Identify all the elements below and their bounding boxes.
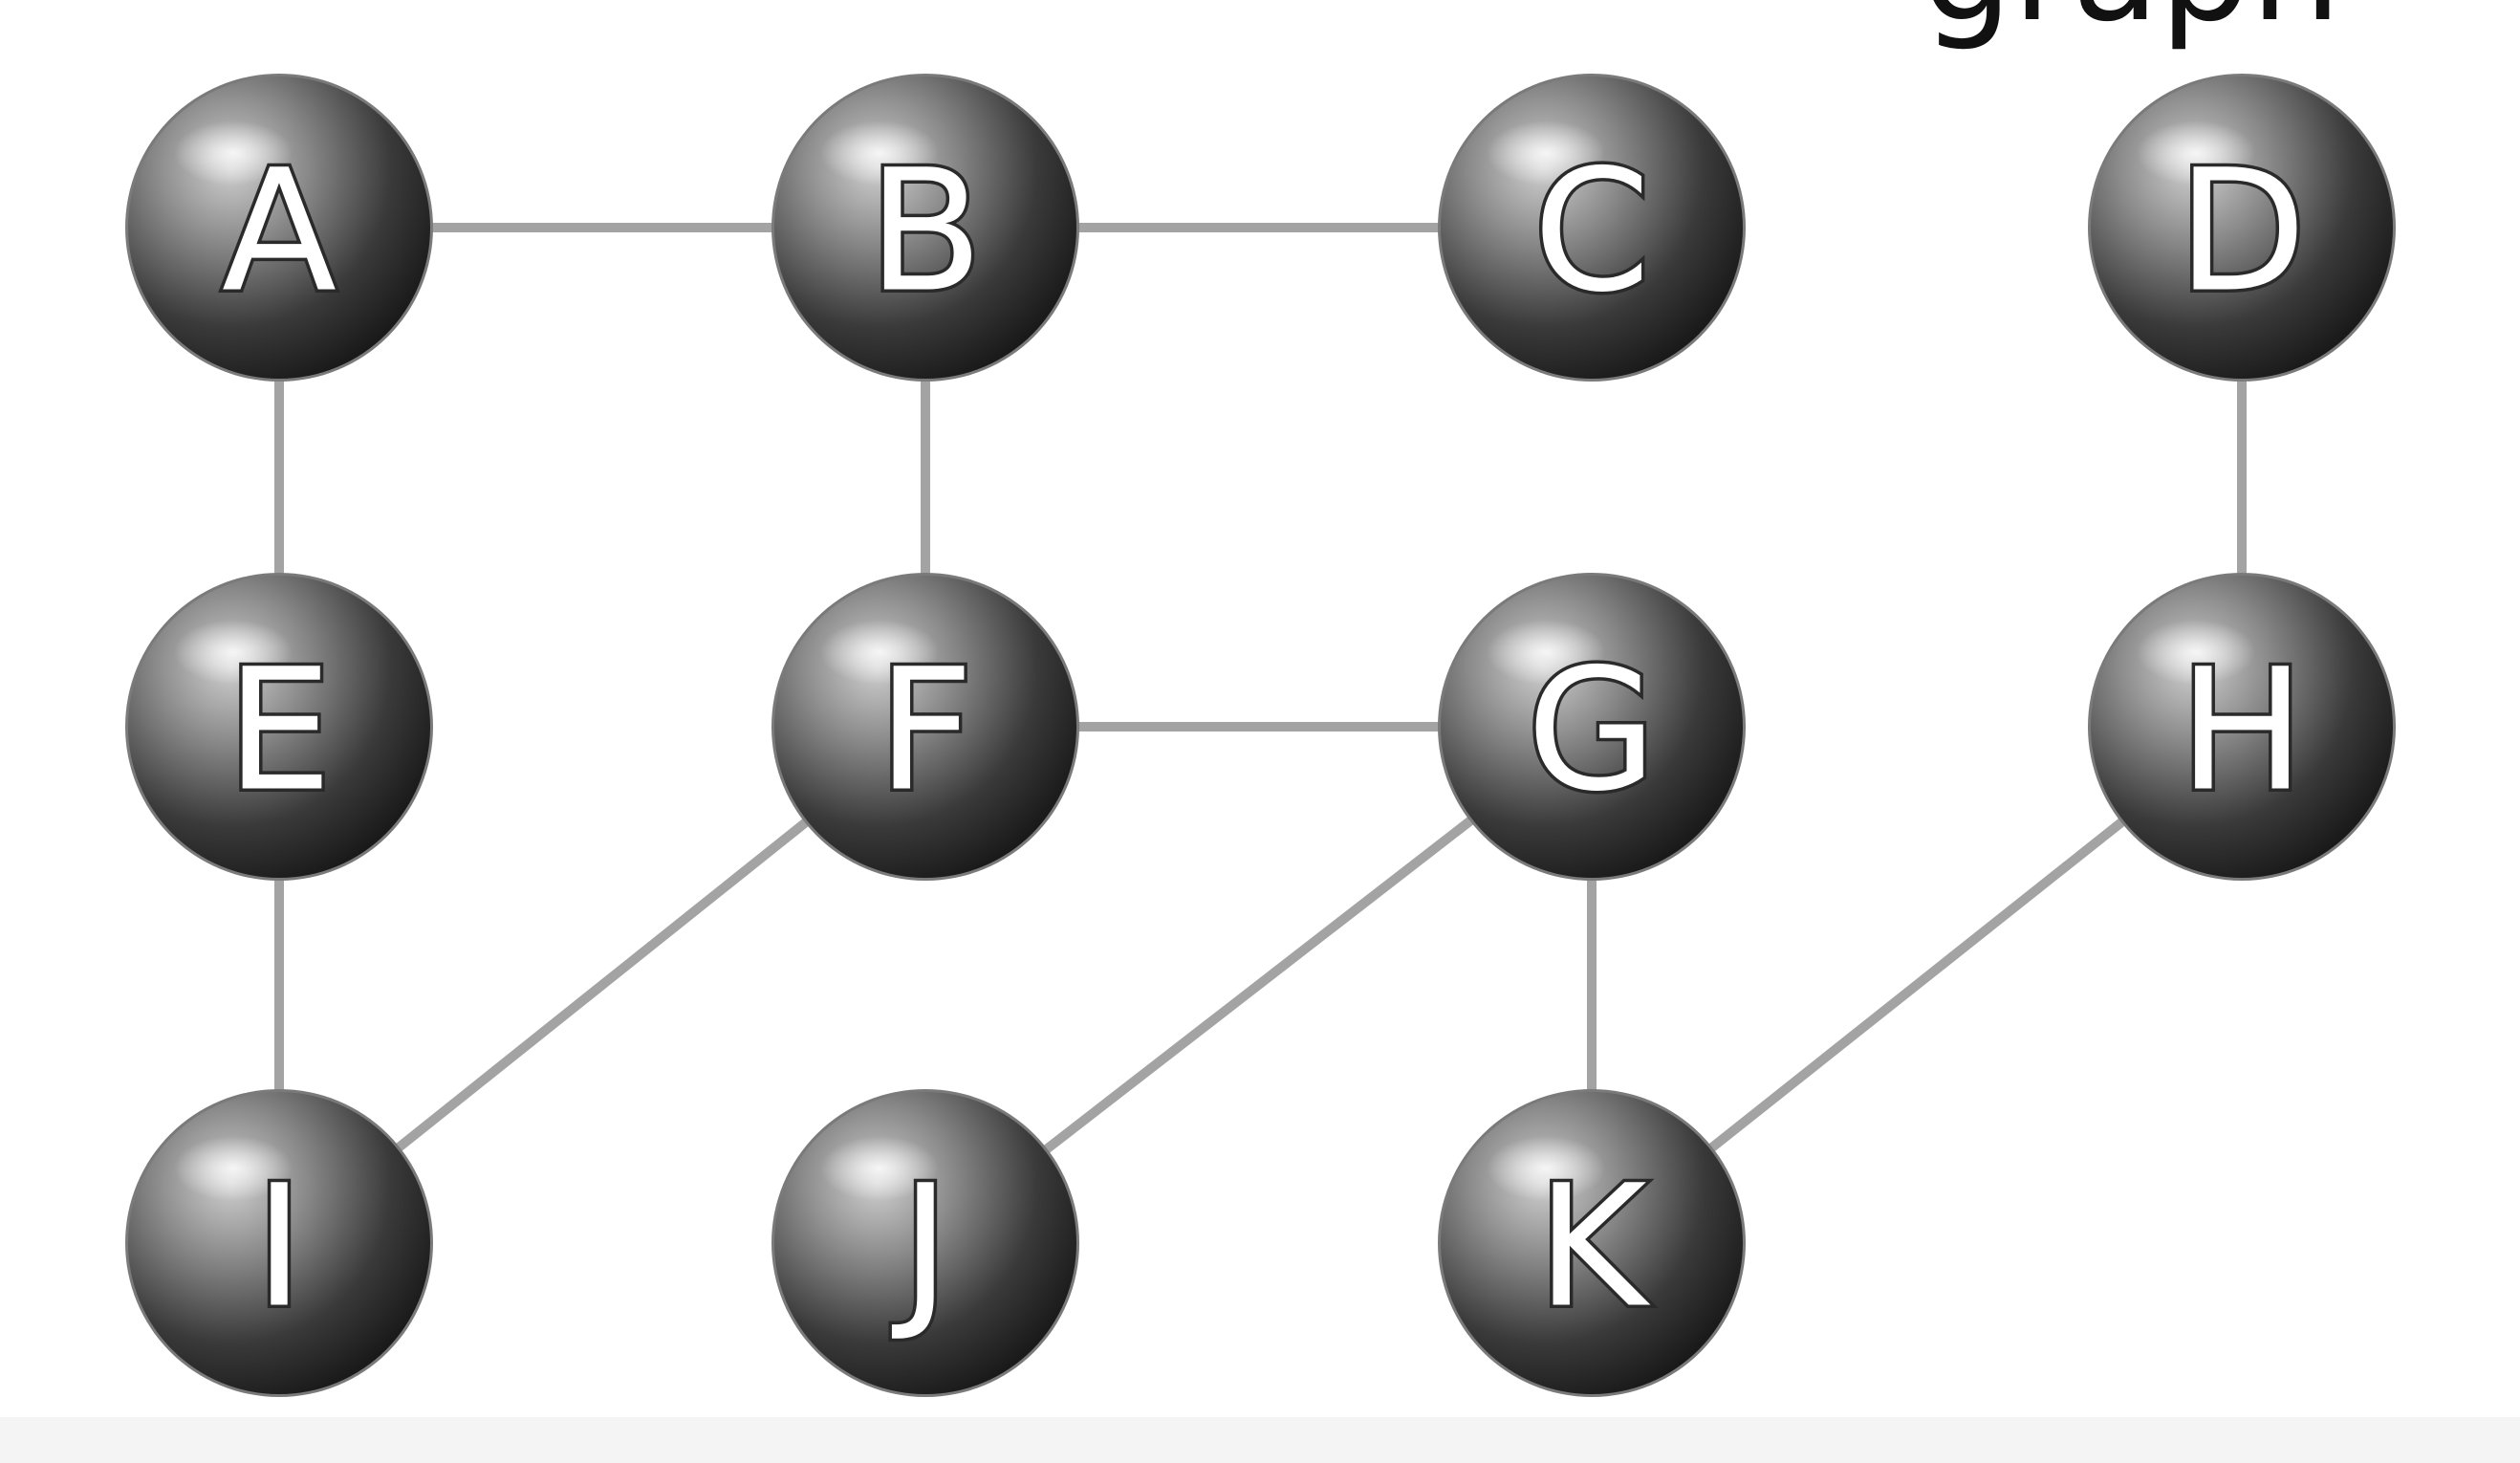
node-label: H [2179,633,2305,829]
node-label: A [222,134,337,330]
node-highlight [174,120,293,186]
node-highlight [174,1136,293,1201]
node-label: G [1527,633,1657,829]
node-highlight [820,120,939,186]
node-c: C [1438,74,1746,382]
node-j: J [771,1089,1079,1397]
node-label: K [1536,1149,1651,1345]
node-highlight [1487,120,1605,186]
node-label: J [891,1149,950,1345]
node-highlight [1487,620,1605,685]
node-label: I [254,1149,304,1345]
node-f: F [771,573,1079,881]
bottom-strip [0,1417,2520,1463]
node-d: D [2088,74,2396,382]
node-highlight [2137,120,2255,186]
node-b: B [771,74,1079,382]
title-fragment: graph [1922,0,2341,54]
node-i: I [125,1089,433,1397]
node-label: E [226,633,332,829]
node-label: C [1533,134,1651,330]
edges-layer [274,223,2247,1248]
node-e: E [125,573,433,881]
node-highlight [820,1136,939,1201]
node-highlight [1487,1136,1605,1201]
node-g: G [1438,573,1746,881]
node-k: K [1438,1089,1746,1397]
node-a: A [125,74,433,382]
node-highlight [174,620,293,685]
node-label: B [868,134,984,330]
nodes-layer: A B C D E F G H I J K [125,74,2396,1397]
node-h: H [2088,573,2396,881]
node-highlight [2137,620,2255,685]
node-highlight [820,620,939,685]
node-label: D [2177,134,2307,330]
node-label: F [877,633,973,829]
